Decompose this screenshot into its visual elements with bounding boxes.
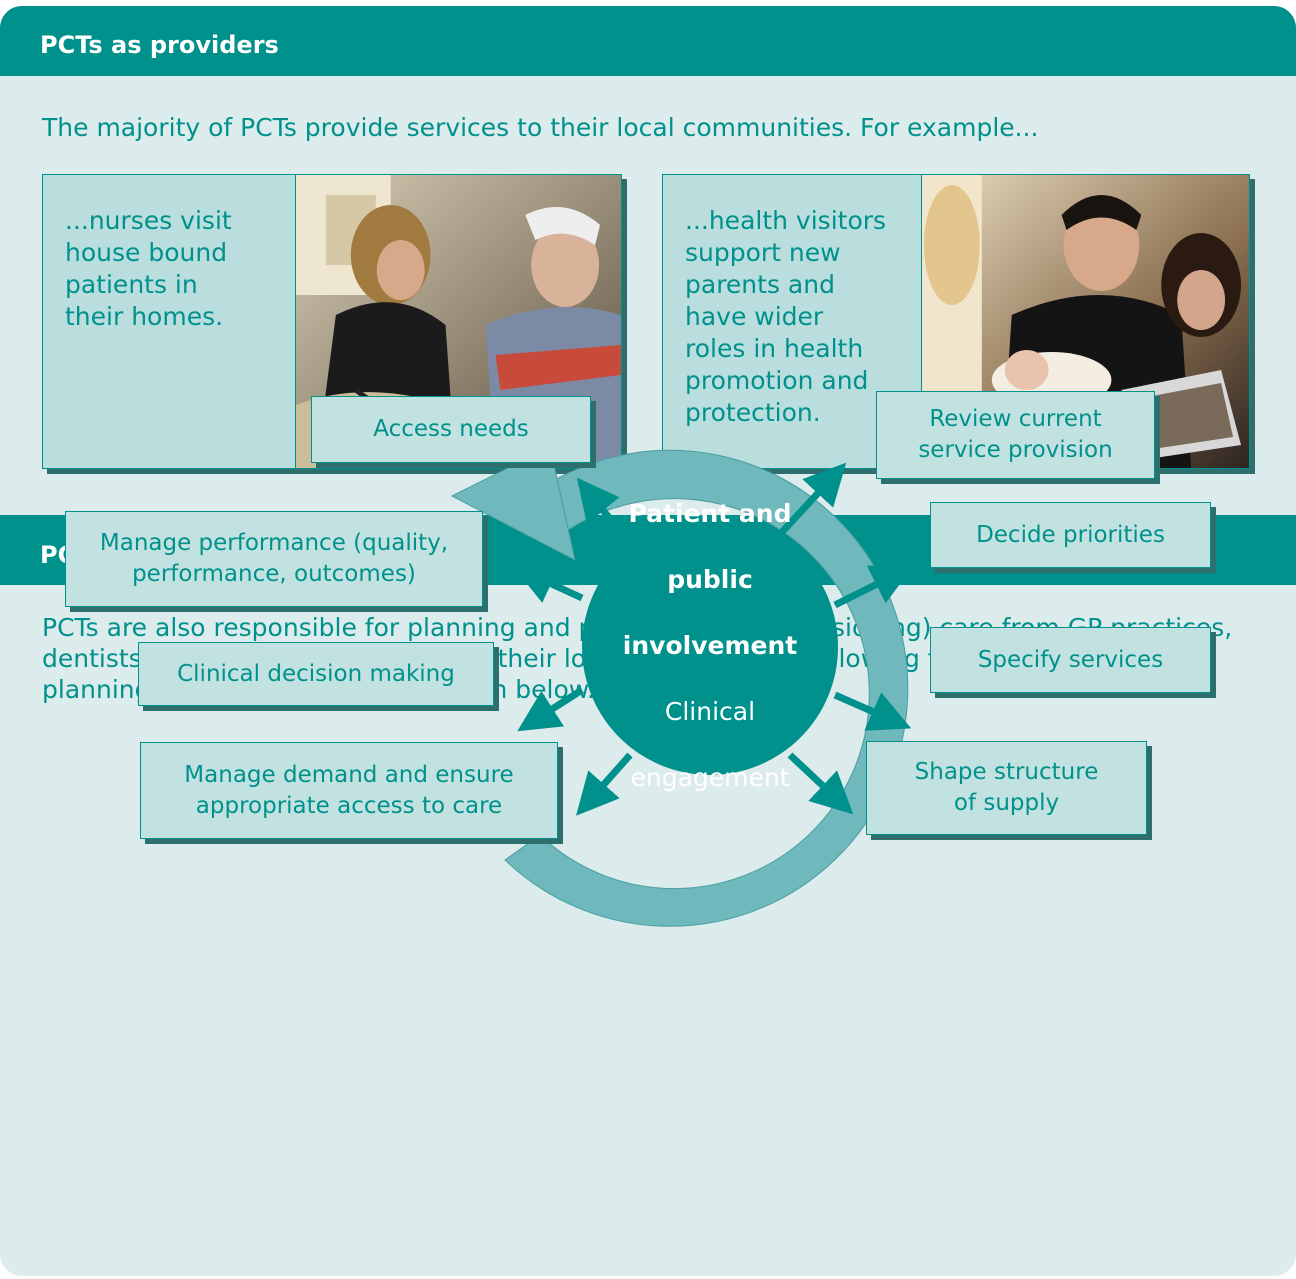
step-shape-structure-of-supply: Shape structure of supply xyxy=(866,741,1147,835)
center-label: Patient and public involvement Clinical … xyxy=(587,499,833,792)
example-text-health-visitors: ...health visitors support new parents a… xyxy=(685,206,887,427)
step-clinical-decision-making: Clinical decision making xyxy=(138,642,494,706)
center-label-line-1: Patient and xyxy=(628,498,792,528)
center-label-line-3: involvement xyxy=(622,630,798,660)
step-manage-performance: Manage performance (quality, performance… xyxy=(65,511,483,607)
center-label-line-2: public xyxy=(667,564,753,594)
providers-intro: The majority of PCTs provide services to… xyxy=(42,113,1039,142)
step-access-needs: Access needs xyxy=(311,396,591,463)
step-manage-demand: Manage demand and ensure appropriate acc… xyxy=(140,742,558,839)
example-text-nurses: ...nurses visit house bound patients in … xyxy=(65,206,232,331)
step-specify-services: Specify services xyxy=(930,627,1211,693)
center-label-line-4: Clinical xyxy=(664,696,756,726)
center-label-line-5: engagement xyxy=(630,762,790,792)
step-review-current-service-provision: Review current service provision xyxy=(876,391,1155,479)
providers-heading: PCTs as providers xyxy=(0,6,1296,76)
step-decide-priorities: Decide priorities xyxy=(930,502,1211,568)
